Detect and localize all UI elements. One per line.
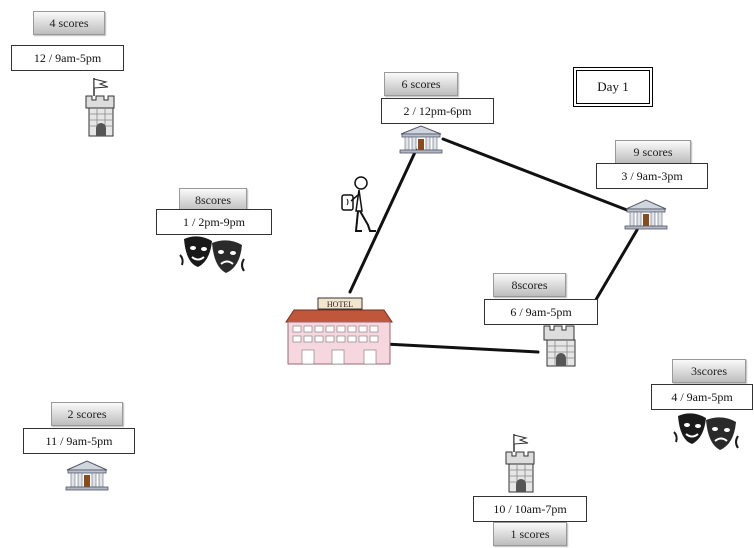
place-info-label: 2 / 12pm-6pm (381, 98, 494, 124)
place-info-label: 12 / 9am-5pm (11, 45, 124, 71)
day-label: Day 1 (573, 67, 653, 107)
place-score-label: 1 scores (493, 522, 567, 546)
route-segment-place-5-to-hotel (383, 342, 540, 354)
museum-icon[interactable] (64, 459, 110, 491)
place-score-label: 6 scores (384, 72, 458, 96)
place-score-label: 8scores (179, 188, 247, 212)
place-score-label: 9 scores (615, 140, 691, 164)
museum-icon[interactable] (623, 198, 669, 230)
place-score-label: 4 scores (33, 11, 105, 35)
place-info-label: 11 / 9am-5pm (23, 428, 135, 454)
place-info-label: 6 / 9am-5pm (484, 299, 598, 325)
place-score-label: 2 scores (51, 402, 123, 426)
place-info-label: 3 / 9am-3pm (596, 163, 708, 189)
route-segment-place-2-to-place-4 (441, 137, 629, 212)
route-segment-hotel-to-place-2 (348, 148, 418, 294)
hotel-sign-text: HOTEL (327, 300, 353, 309)
place-info-label: 4 / 9am-5pm (651, 384, 753, 410)
route-segment-place-4-to-place-5 (592, 228, 639, 305)
route-lines (348, 137, 639, 354)
theater-masks-icon[interactable] (672, 412, 742, 454)
castle-flag-icon[interactable] (500, 432, 542, 496)
place-info-label: 10 / 10am-7pm (473, 496, 587, 522)
theater-masks-icon[interactable] (178, 235, 248, 277)
traveler-icon (336, 175, 380, 237)
museum-icon[interactable] (398, 124, 444, 154)
hotel-icon[interactable]: HOTEL (284, 296, 394, 366)
castle-flag-icon[interactable] (80, 76, 122, 138)
castle-icon[interactable] (540, 322, 582, 368)
place-score-label: 3scores (672, 359, 746, 383)
place-info-label: 1 / 2pm-9pm (156, 209, 272, 235)
place-score-label: 8scores (493, 273, 566, 297)
